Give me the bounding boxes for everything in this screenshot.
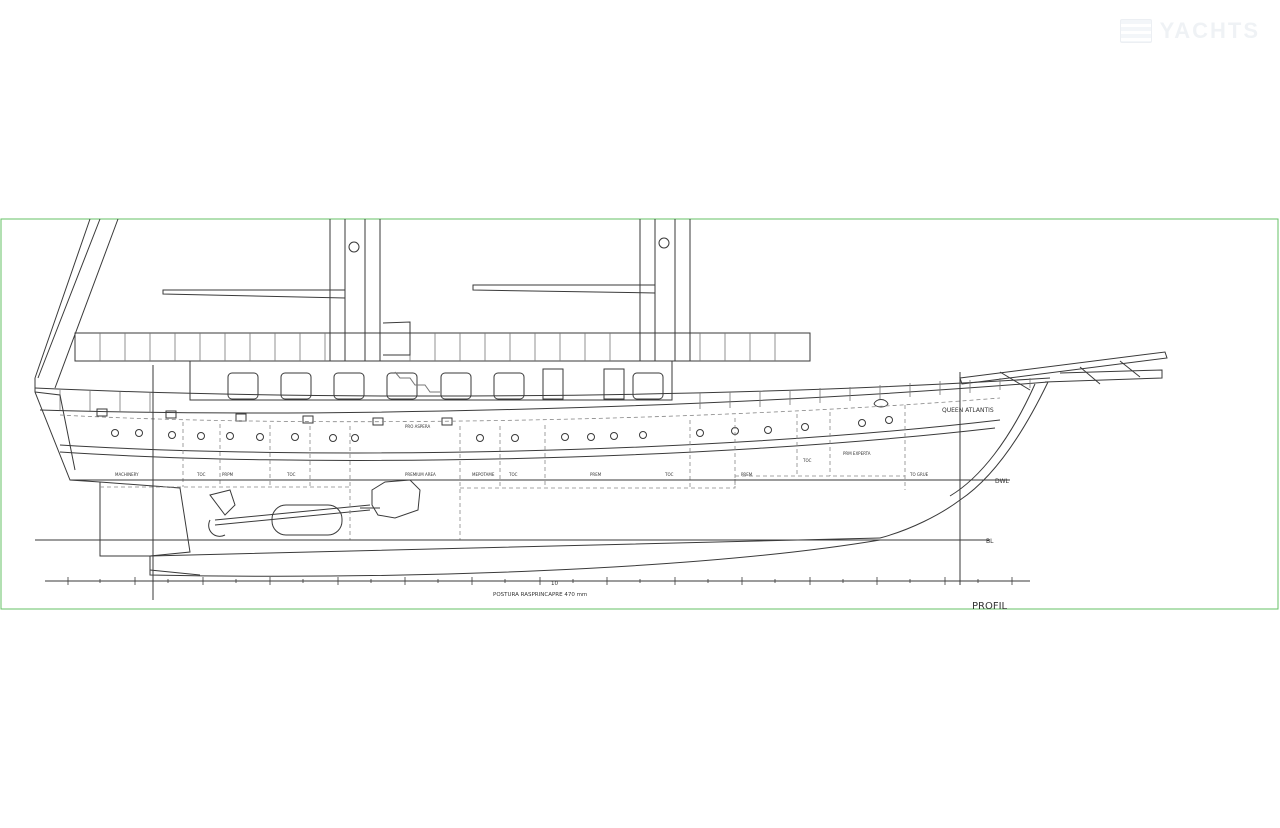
deckhouse <box>74 332 811 401</box>
compartment-label: PRPM <box>222 472 234 477</box>
scale-midmark: 10 <box>551 581 558 587</box>
dwl-label: DWL <box>995 478 1010 485</box>
compartment-label: MEPOTAME <box>472 472 495 477</box>
watermark-logo: YACHTS <box>1119 18 1260 44</box>
compartment-label: TOC <box>508 472 518 477</box>
compartment-label: MACHINERY <box>115 472 139 477</box>
bl-label: BL <box>986 538 994 545</box>
portholes <box>96 399 893 442</box>
masts-rigging <box>34 218 691 389</box>
drawing-title: PROFIL <box>972 601 1008 612</box>
compartment-label: PREM <box>590 472 602 477</box>
compartment-bulkheads <box>59 397 1001 540</box>
ship-name-label: QUEEN ATLANTIS <box>942 407 994 414</box>
watermark-text: YACHTS <box>1159 18 1260 43</box>
compartment-label: PRM EXPERTA <box>843 451 871 456</box>
compartment-label: TOC <box>664 472 674 477</box>
compartment-label: PREMIUM AREA <box>405 472 436 477</box>
ship-hull-lines <box>34 351 1168 577</box>
reference-lines <box>35 365 1030 600</box>
compartment-label: TOC <box>286 472 296 477</box>
compartment-label: TO GRUE <box>909 472 929 477</box>
compartment-label-upper: PRO ASPERA <box>405 424 430 429</box>
compartment-labels-lower: MACHINERY TOC PRPM TOC PREMIUM AREA MEPO… <box>115 451 929 477</box>
compartment-label: PREM <box>741 472 753 477</box>
compartment-label: TOC <box>802 458 812 463</box>
scale-note: POSTURA RASPRINCAPRE 470 mm <box>493 592 587 598</box>
scale-ticks <box>67 577 1013 585</box>
compartment-label: TOC <box>196 472 206 477</box>
yacht-logo-icon <box>1119 19 1152 43</box>
